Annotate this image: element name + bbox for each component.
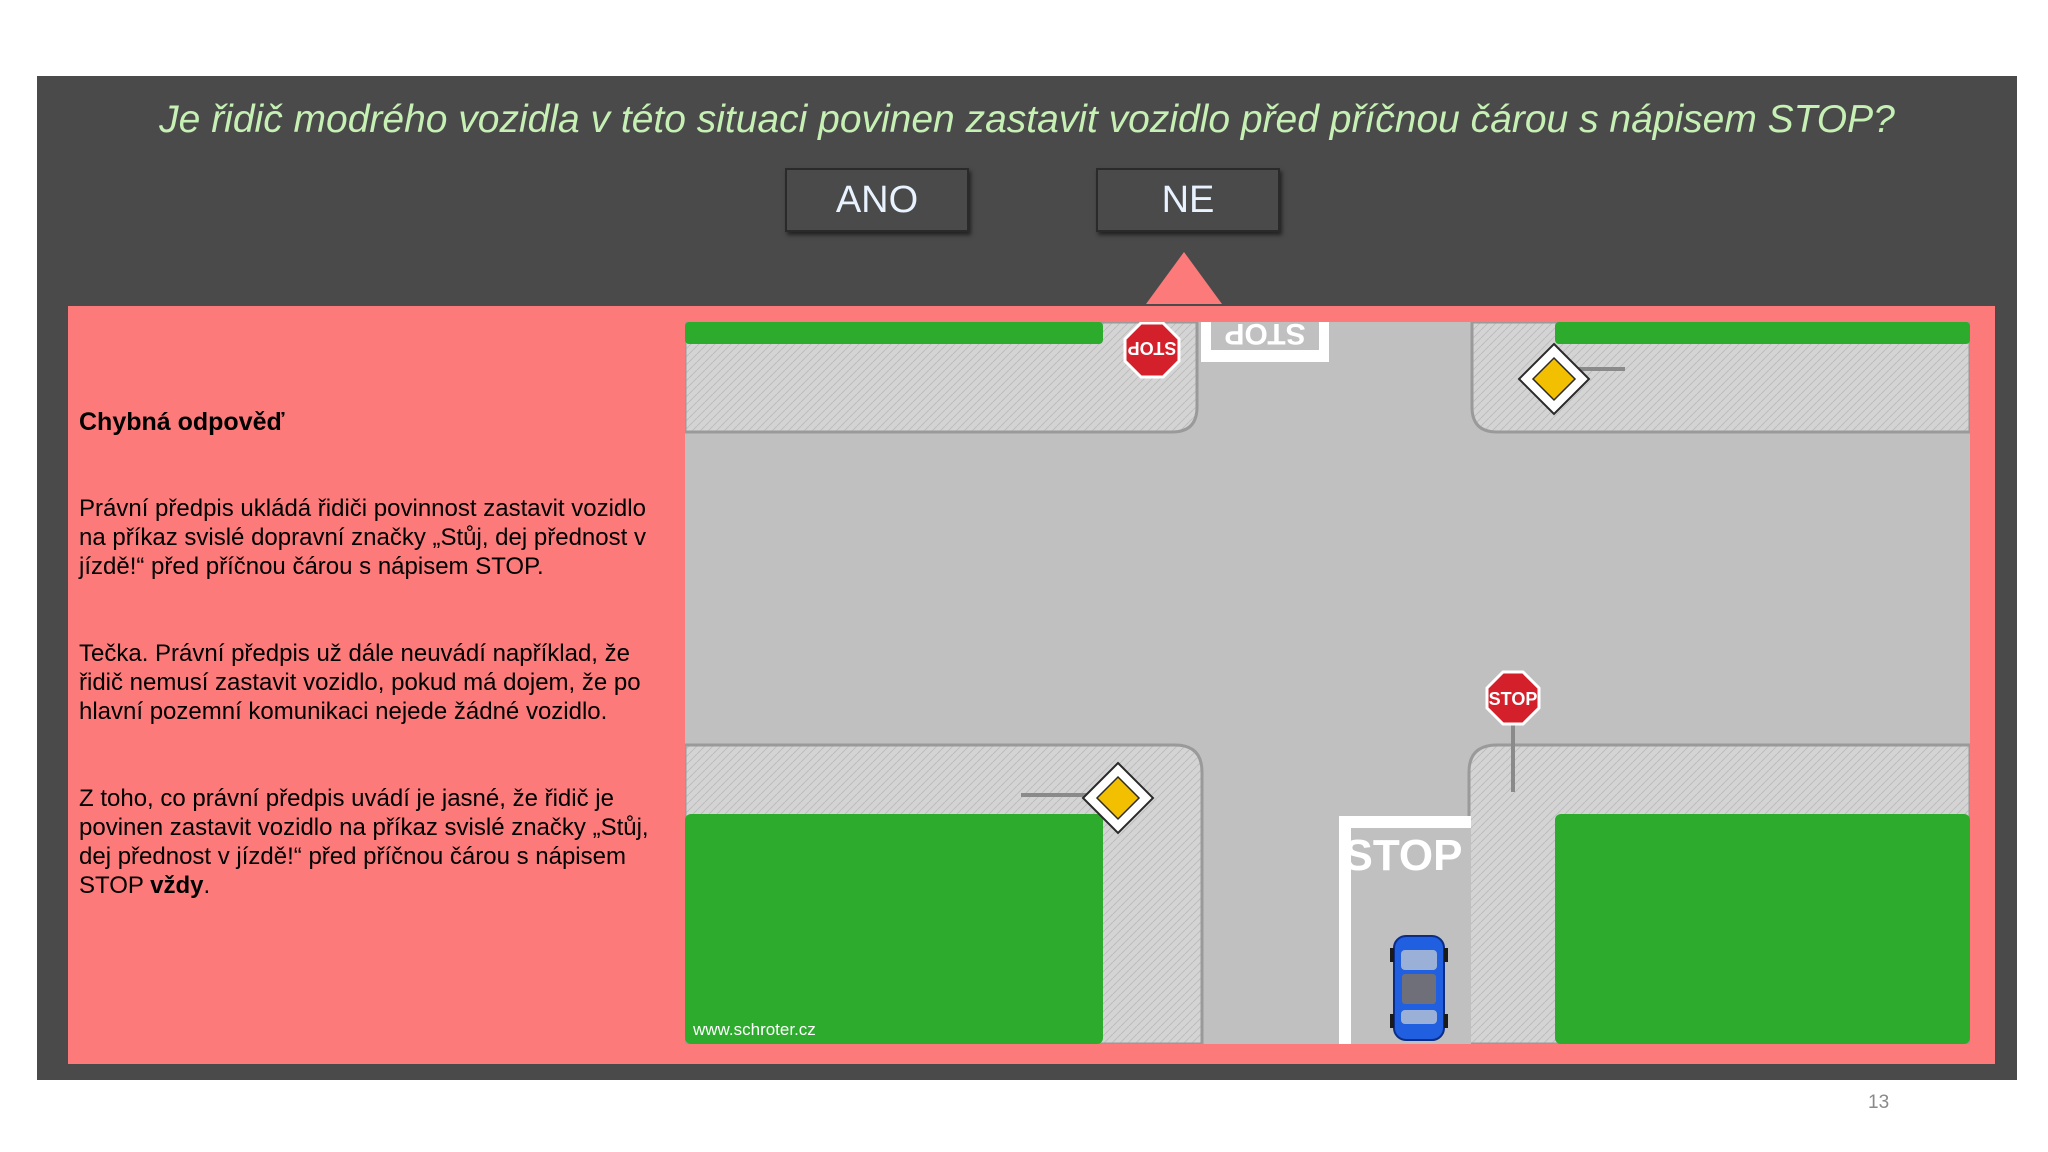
svg-text:STOP: STOP — [1489, 689, 1538, 709]
feedback-paragraph-3-text: Z toho, co právní předpis uvádí je jasné… — [79, 785, 649, 899]
svg-text:STOP: STOP — [1343, 831, 1462, 880]
corner-block-top-right — [1470, 322, 1970, 434]
feedback-pointer — [1146, 252, 1222, 304]
feedback-panel: Chybná odpověď Právní předpis ukládá řid… — [68, 306, 1995, 1064]
stop-road-marking-bottom: STOP — [1339, 816, 1471, 1044]
blue-car-icon — [1390, 935, 1448, 1041]
svg-text:STOP: STOP — [1224, 322, 1305, 350]
feedback-paragraph-2: Tečka. Právní předpis už dále neuvádí na… — [79, 640, 641, 725]
answer-no-button[interactable]: NE — [1096, 168, 1280, 232]
priority-road-sign-icon — [1517, 342, 1625, 416]
feedback-paragraph-3-end: . — [203, 872, 211, 899]
feedback-title: Chybná odpověď — [79, 408, 285, 436]
stop-sign-icon: STOP — [1123, 322, 1181, 379]
svg-text:STOP: STOP — [1128, 338, 1177, 358]
slide-frame: Je řidič modrého vozidla v této situaci … — [37, 76, 2017, 1080]
corner-block-bottom-right — [1467, 743, 1970, 1044]
stop-sign-icon: STOP — [1485, 670, 1541, 792]
answer-yes-button[interactable]: ANO — [785, 168, 969, 232]
feedback-paragraph-3: Z toho, co právní předpis uvádí je jasné… — [79, 784, 679, 900]
stop-road-marking-top: STOP — [1201, 322, 1329, 362]
intersection-scene: STOP STOP STOP STOP — [685, 322, 1970, 1044]
watermark: www.schroter.cz — [692, 1020, 816, 1039]
feedback-paragraph-3-emphasis: vždy — [150, 872, 204, 899]
question-text: Je řidič modrého vozidla v této situaci … — [159, 98, 1895, 141]
feedback-paragraph-1: Právní předpis ukládá řidiči povinnost z… — [79, 495, 646, 580]
corner-block-top-left — [685, 322, 1199, 434]
priority-road-sign-icon — [1021, 761, 1155, 835]
page-number: 13 — [1868, 1092, 1890, 1113]
corner-block-bottom-left — [685, 743, 1204, 1044]
